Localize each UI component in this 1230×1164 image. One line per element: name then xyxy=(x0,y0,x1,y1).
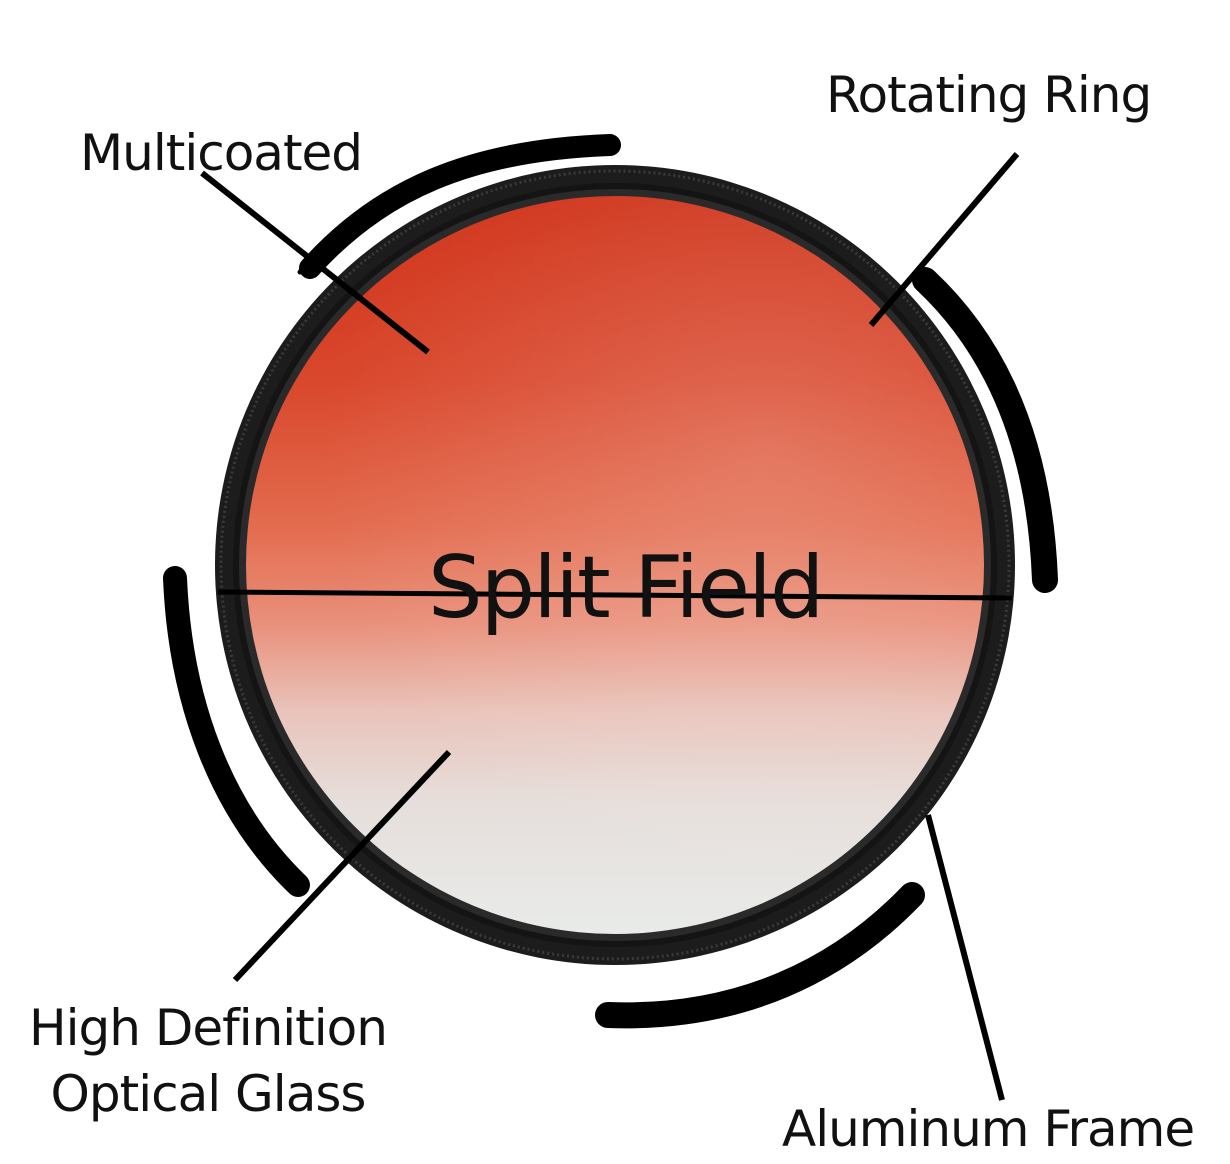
pointer-hd-glass xyxy=(232,749,452,983)
label-aluminum-frame: Aluminum Frame xyxy=(782,1100,1195,1158)
label-hd-glass-line1: High Definition xyxy=(29,999,388,1057)
pointer-rotating-ring xyxy=(868,152,1020,327)
label-multicoated: Multicoated xyxy=(80,124,363,182)
pointer-aluminum-frame xyxy=(925,814,1005,1101)
pointer-lines xyxy=(200,152,1020,1101)
rotation-arrow-top-tail xyxy=(297,217,363,275)
split-field-line xyxy=(217,589,1013,601)
rotation-arrow-left-tail xyxy=(263,845,303,891)
rotation-arrow-bottom-tail xyxy=(863,889,918,937)
label-high-definition-optical-glass: High Definition Optical Glass xyxy=(18,995,398,1127)
rotating-ring-knurl xyxy=(219,169,1011,961)
glass-sheen xyxy=(246,196,984,934)
label-split-field: Split Field xyxy=(428,538,825,638)
rotation-arrow-right-tail xyxy=(917,273,968,327)
pointer-multicoated xyxy=(200,170,430,355)
rotation-arrows xyxy=(163,134,1058,1029)
label-rotating-ring: Rotating Ring xyxy=(826,66,1152,124)
filter xyxy=(215,165,1015,965)
label-hd-glass-line2: Optical Glass xyxy=(50,1065,367,1123)
rotation-arrow-top xyxy=(299,134,621,279)
